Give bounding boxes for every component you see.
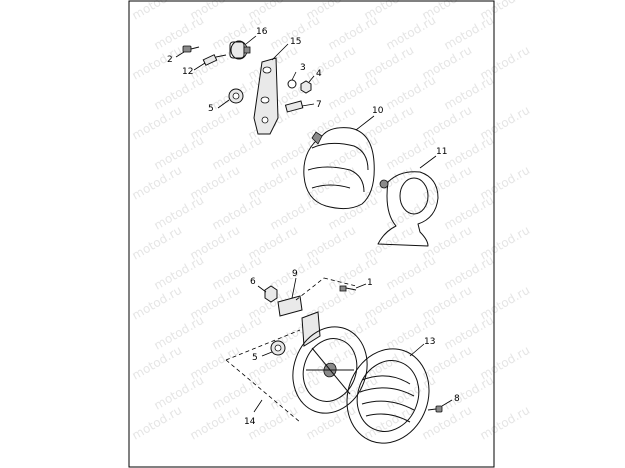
callout-4: 4 (316, 69, 322, 79)
part-1-bolt (339, 283, 367, 292)
part-16-relay (229, 35, 257, 60)
part-8-screw (427, 399, 453, 413)
part-14-horn-body (225, 311, 368, 423)
callout-7: 7 (316, 100, 322, 110)
watermark-text: motod.ru (130, 0, 185, 23)
callout-5-upper: 5 (208, 104, 214, 114)
part-2-screw (175, 45, 200, 58)
diagram-frame (128, 0, 495, 468)
part-5-nut-upper (217, 88, 244, 109)
watermark-text: motod.ru (478, 403, 533, 443)
part-6-nut (257, 285, 278, 303)
callout-16: 16 (256, 27, 268, 37)
part-15-bracket (253, 43, 289, 135)
callout-6: 6 (250, 277, 256, 287)
callout-14: 14 (244, 417, 256, 427)
callout-5-lower: 5 (252, 353, 258, 363)
part-10-horn-cover (303, 115, 375, 210)
callout-1: 1 (367, 278, 373, 288)
part-13-grille-cover (346, 343, 430, 444)
callout-12: 12 (182, 67, 193, 77)
callout-15: 15 (290, 37, 301, 47)
part-9-bracket (277, 277, 357, 317)
part-4-nut (300, 75, 315, 94)
part-5-nut-lower (261, 340, 286, 357)
part-12-connector (193, 54, 227, 71)
callout-8: 8 (454, 394, 460, 404)
callout-10: 10 (372, 106, 384, 116)
part-7-clip (284, 100, 315, 113)
callout-9: 9 (292, 269, 298, 279)
callout-11: 11 (436, 147, 447, 157)
callout-2: 2 (167, 55, 173, 65)
callout-13: 13 (424, 337, 435, 347)
part-3-grommet (287, 71, 297, 89)
callout-labels: 16 2 15 12 3 4 5 7 10 11 6 9 1 13 5 8 14 (167, 27, 460, 427)
callout-3: 3 (300, 63, 306, 73)
part-11-horn (377, 155, 439, 247)
